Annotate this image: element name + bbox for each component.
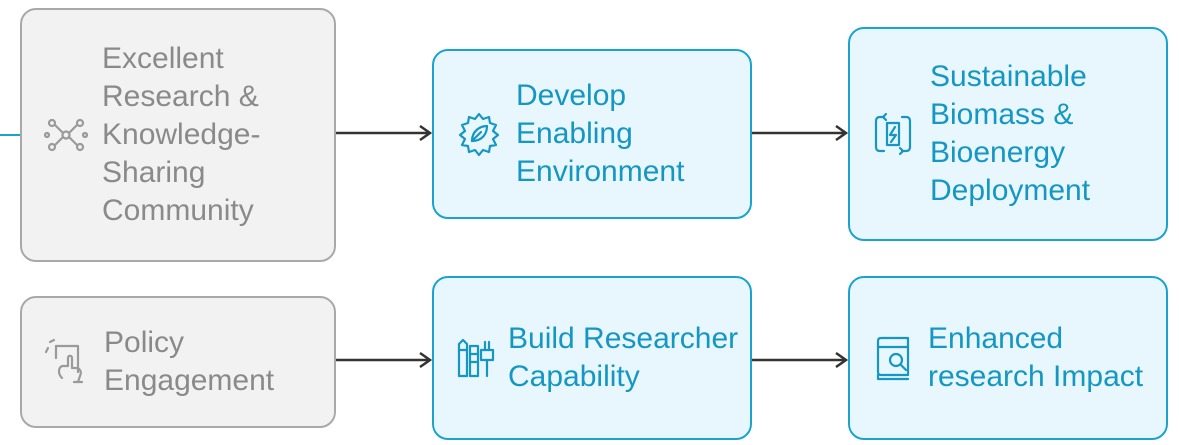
network-icon [44,113,88,157]
hand-document-icon [44,338,88,386]
node-enabling: Develop Enabling Environment [432,49,752,219]
tools-icon [456,336,496,380]
node-capability-label: Build Researcher Capability [508,322,739,393]
node-impact: Enhanced research Impact [848,276,1168,440]
recycle-energy-icon [874,111,912,157]
node-policy: Policy Engagement [20,296,336,428]
node-enabling-label: Develop Enabling Environment [516,79,685,188]
node-research-label: Excellent Research & Knowledge-Sharing C… [102,42,261,227]
node-biomass-label: Sustainable Biomass & Bioenergy Deployme… [930,60,1091,207]
node-biomass: Sustainable Biomass & Bioenergy Deployme… [848,27,1168,241]
book-search-icon [874,335,914,381]
node-policy-label: Policy Engagement [104,326,275,397]
node-research: Excellent Research & Knowledge-Sharing C… [20,8,336,262]
node-impact-label: Enhanced research Impact [928,322,1144,393]
node-capability: Build Researcher Capability [432,276,752,440]
gear-leaf-icon [456,111,502,157]
